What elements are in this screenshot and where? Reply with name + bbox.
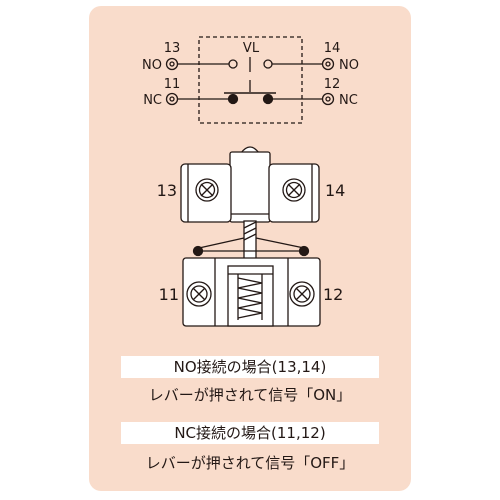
terminal-11-symbol: [165, 92, 179, 106]
compression-spring: [237, 277, 263, 319]
screw-12: [289, 281, 315, 307]
contact-arm-left: [198, 237, 245, 249]
terminal-14-symbol: [321, 57, 335, 71]
stem-hatch-3: [243, 233, 257, 241]
nc-connection-heading: NC接続の場合(11,12): [121, 422, 379, 444]
contact-pivot-right: [298, 245, 310, 257]
nc-contact-left: [227, 93, 239, 105]
device-terminal-13-label: 13: [157, 181, 177, 200]
stem-hatch-1: [243, 221, 257, 229]
device-terminal-11-label: 11: [159, 285, 179, 304]
nc-contact-right: [262, 93, 274, 105]
terminal-11-dot: [169, 96, 175, 102]
terminal-13-symbol: [165, 57, 179, 71]
schematic-terminal-14-label: 14: [324, 41, 341, 56]
no-connection-description: レバーが押されて信号「ON」: [148, 386, 352, 404]
schematic-no-left-label: NO: [142, 58, 162, 73]
device-terminal-14-label: 14: [325, 181, 345, 200]
contact-arm-right: [255, 237, 305, 249]
contact-pivot-left: [192, 245, 204, 257]
plunger: [229, 151, 271, 223]
nc-connection-description: レバーが押されて信号「OFF」: [145, 454, 355, 472]
no-contact-right: [263, 59, 273, 69]
schematic-no-right-label: NO: [339, 58, 359, 73]
schematic-terminal-12-label: 12: [324, 77, 341, 92]
terminal-12-dot: [325, 96, 331, 102]
screw-11: [186, 281, 212, 307]
switch-schematic: [165, 36, 335, 124]
terminal-14-dot: [325, 61, 331, 67]
schematic-center-label: VL: [243, 41, 260, 56]
switch-housing-dashed-box: [198, 36, 303, 124]
terminal-13-dot: [169, 61, 175, 67]
terminal-12-symbol: [321, 92, 335, 106]
switch-device: [180, 146, 321, 327]
no-contact-left: [228, 59, 238, 69]
screw-13: [195, 178, 219, 202]
schematic-nc-right-label: NC: [339, 93, 358, 108]
no-connection-heading: NO接続の場合(13,14): [121, 356, 379, 378]
schematic-terminal-11-label: 11: [164, 77, 181, 92]
schematic-nc-left-label: NC: [143, 93, 162, 108]
schematic-terminal-13-label: 13: [164, 41, 181, 56]
device-terminal-12-label: 12: [323, 285, 343, 304]
stem-hatch-2: [243, 227, 257, 235]
screw-14: [282, 178, 306, 202]
